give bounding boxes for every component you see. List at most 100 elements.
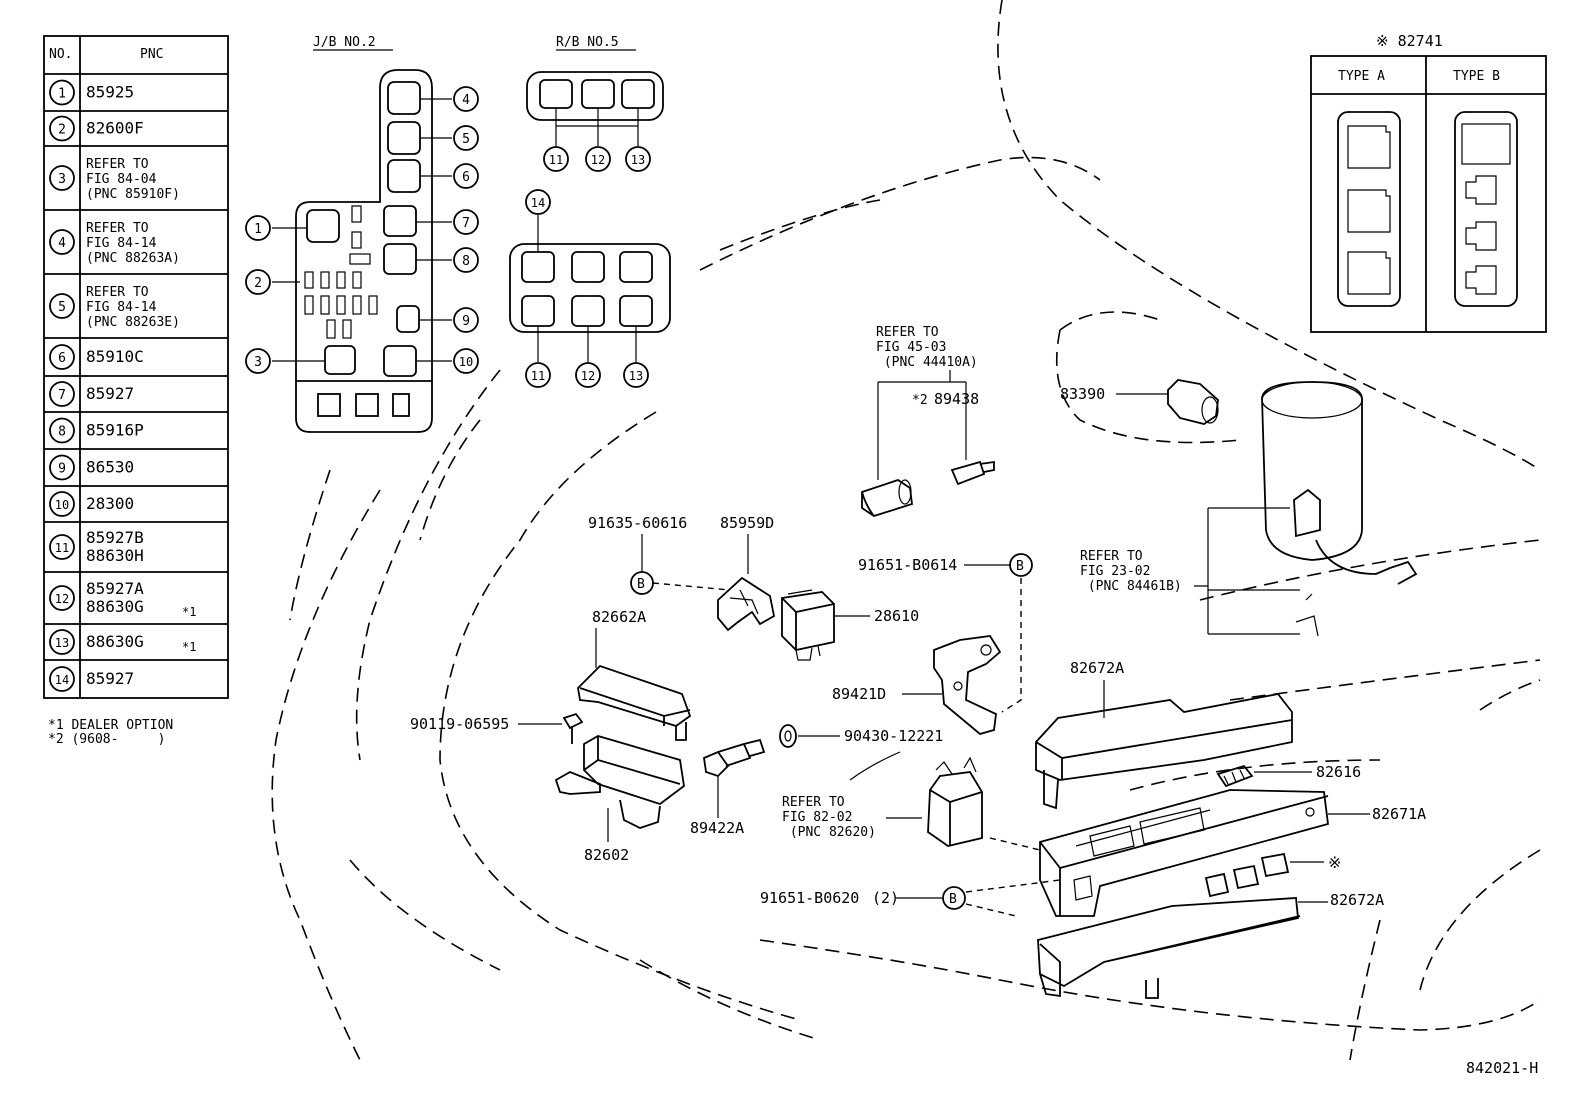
washer-reservoir: REFER TO FIG 23-02 (PNC 84461B) (1080, 381, 1418, 637)
legend-row-12-text-2: 88630G (86, 597, 144, 616)
jb-relay-3 (324, 345, 356, 375)
legend-row-no-11-number: 11 (55, 541, 69, 555)
rb-bottom-outline (509, 243, 671, 333)
label-90430-12221: 90430-12221 (844, 727, 943, 745)
figure-code: 842021-H (1466, 1059, 1538, 1077)
jb-relay-10 (383, 345, 417, 377)
part-85959d: 85959D (717, 514, 776, 632)
rb-bottom-callout-11-number: 11 (531, 369, 545, 383)
label-90119-06595: 90119-06595 (410, 715, 509, 733)
rb-bottom-relay-14 (521, 251, 555, 283)
rb-top-relay-12 (581, 79, 615, 109)
jb-relay-6 (387, 159, 421, 193)
part-90119-06595: 90119-06595 (410, 712, 584, 744)
jb-callout-4: 4 (453, 86, 479, 112)
rb-bottom-callout-12: 12 (575, 362, 601, 388)
footnote-date: *2 (9608- ) (48, 732, 165, 747)
legend-row-2-text-1: 82600F (86, 119, 144, 138)
label-82671a: 82671A (1372, 805, 1426, 823)
legend-row-1-text-1: 85925 (86, 83, 134, 102)
label-89438: 89438 (934, 390, 979, 408)
rb-title: R/B NO.5 (556, 35, 619, 50)
type-a-slots (1347, 125, 1391, 295)
rb-top-callout-13: 13 (625, 146, 651, 172)
part-91635-60616: 91635-60616 B (588, 514, 731, 595)
legend-row-no-7-number: 7 (58, 388, 66, 403)
rb-bottom-relay-12 (571, 295, 605, 327)
jb-outline (295, 69, 433, 433)
legend-row-no-9: 9 (49, 454, 75, 481)
b-bolt-marker-3 (942, 886, 966, 910)
legend-row-no-13-number: 13 (55, 636, 69, 650)
legend-row-9-text-1: 86530 (86, 458, 134, 477)
jb-callout-1-number: 1 (254, 222, 262, 237)
legend-header-pnc: PNC (140, 47, 163, 62)
label-82672a-top: 82672A (1070, 659, 1124, 677)
rb-top-callout-12: 12 (585, 146, 611, 172)
type-b-block (1454, 111, 1518, 307)
legend-header-no: NO. (49, 47, 72, 62)
legend-row-no-8: 8 (49, 417, 75, 444)
part-82616: 82616 (1216, 763, 1361, 788)
legend-row-no-14: 14 (49, 666, 75, 692)
label-85959d: 85959D (720, 514, 774, 532)
legend-row-11-text-1: 85927B (86, 528, 144, 547)
junction-block-no2: J/B NO.2 (245, 35, 479, 433)
refer-8202-line3: (PNC 82620) (782, 825, 876, 840)
label-82672a-bottom: 82672A (1330, 891, 1384, 909)
rb-bottom-callout-13-number: 13 (629, 369, 643, 383)
relay-type-box: ※ 82741 TYPE A TYPE B (1310, 32, 1547, 333)
type-b-terminals (1465, 175, 1497, 295)
jb-fuse-bank (304, 205, 378, 339)
type-box-title: ※ 82741 (1376, 32, 1443, 50)
rb-top-outline (526, 71, 664, 121)
relay-block-no5: R/B NO.5 11 12 13 14 11 12 13 (509, 35, 671, 388)
rb-bottom-callout-14-number: 14 (531, 196, 545, 210)
part-83390: 83390 (1060, 379, 1219, 425)
legend-row-3-text-1: REFER TO (86, 157, 149, 172)
type-a-label: TYPE A (1338, 69, 1385, 84)
label-82616: 82616 (1316, 763, 1361, 781)
label-82602: 82602 (584, 846, 629, 864)
legend-row-no-9-number: 9 (58, 462, 66, 477)
legend-row-12-note: *1 (182, 605, 196, 619)
legend-row-no-1: 1 (49, 79, 75, 106)
legend-row-no-4-number: 4 (58, 236, 66, 251)
jb-relay-7 (383, 205, 417, 237)
rb-bottom-relay-13 (619, 295, 653, 327)
jb-callout-3: 3 (245, 348, 271, 374)
label-91635-60616: 91635-60616 (588, 514, 687, 532)
mark-star: ※ (1328, 853, 1341, 872)
rb-bottom-callout-13: 13 (623, 362, 649, 388)
legend-row-3-text-3: (PNC 85910F) (86, 187, 180, 202)
jb-relay-5 (387, 121, 421, 155)
jb-callout-4-number: 4 (462, 93, 470, 108)
legend-row-1: 1 85925 (49, 79, 134, 106)
part-82672a-bottom: 82672A (1037, 891, 1384, 999)
jb-relay-4 (387, 81, 421, 115)
legend-row-no-2-number: 2 (58, 123, 66, 138)
rb-top-callout-11: 11 (543, 146, 569, 172)
label-83390: 83390 (1060, 385, 1105, 403)
label-89421d: 89421D (832, 685, 886, 703)
jb-callout-7: 7 (453, 209, 479, 235)
part-91651-b0620: 91651-B0620 (2) B (760, 837, 1061, 917)
vehicle-body-outline (271, 0, 1541, 1061)
footnote-dealer-option: *1 DEALER OPTION (48, 718, 173, 733)
jb-callout-5-number: 5 (462, 132, 470, 147)
label-28610: 28610 (874, 607, 919, 625)
legend-row-no-12: 12 (49, 585, 75, 611)
jb-callout-8-number: 8 (462, 254, 470, 269)
rb-bottom-relay-11 (521, 295, 555, 327)
part-89421d: 89421D (832, 635, 1002, 735)
legend-row-no-5: 5 (49, 293, 75, 319)
b-letter-2: B (1016, 559, 1024, 574)
refer-8202-line2: FIG 82-02 (782, 810, 852, 825)
